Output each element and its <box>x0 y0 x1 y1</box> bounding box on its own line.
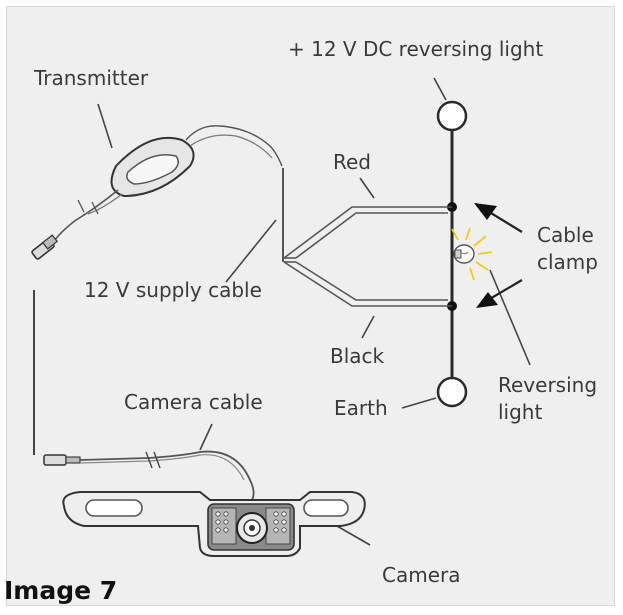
earth-label: Earth <box>334 396 388 420</box>
earth-leader <box>401 397 437 409</box>
black-wire-label: Black <box>330 344 385 368</box>
reversing-light-label: Reversing light <box>498 372 597 426</box>
reversing-light-circuit <box>436 100 468 408</box>
red-wire-outer <box>283 206 452 259</box>
earth-terminal <box>436 376 468 408</box>
transmitter-label: Transmitter <box>34 66 149 90</box>
camera-icon <box>62 491 366 557</box>
camera-cable-label: Camera cable <box>124 390 263 414</box>
camera-label: Camera <box>382 563 461 587</box>
red-wire-label: Red <box>333 150 371 174</box>
red-wire-inner <box>295 212 448 259</box>
clamp-arrow-upper-shaft <box>485 209 523 233</box>
reversing-light-leader <box>489 269 531 366</box>
red-leader <box>359 177 375 199</box>
clamp-arrows <box>474 203 523 308</box>
clamp-arrow-upper-head <box>474 203 497 220</box>
cable-clamp-label: Cable clamp <box>537 222 598 276</box>
black-leader <box>361 315 375 339</box>
positive-terminal <box>436 100 468 132</box>
black-wire-outer <box>283 261 452 307</box>
reversing-light-label-line1: Reversing <box>498 373 598 397</box>
camera-cable-leader <box>199 423 213 451</box>
transmitter-icon <box>31 125 283 260</box>
transmitter-leader <box>97 103 113 149</box>
black-wire-inner <box>295 261 448 301</box>
camera-cable-icon <box>43 450 255 501</box>
reversing-light-label-line2: light <box>498 400 543 424</box>
cable-clamp-label-line2: clamp <box>537 250 598 274</box>
supply-cable-label: 12 V supply cable <box>84 278 262 302</box>
clamp-arrow-lower-head <box>476 292 498 308</box>
supply-cable-fork <box>282 168 452 307</box>
bulb-icon <box>451 227 493 281</box>
clamp-arrow-lower-shaft <box>487 279 523 301</box>
supply-cable-leader <box>225 219 277 283</box>
cable-clamp-label-line1: Cable <box>537 223 594 247</box>
positive-label: + 12 V DC reversing light <box>288 37 544 61</box>
figure-caption: Image 7 <box>4 576 118 605</box>
positive-leader <box>433 77 447 101</box>
